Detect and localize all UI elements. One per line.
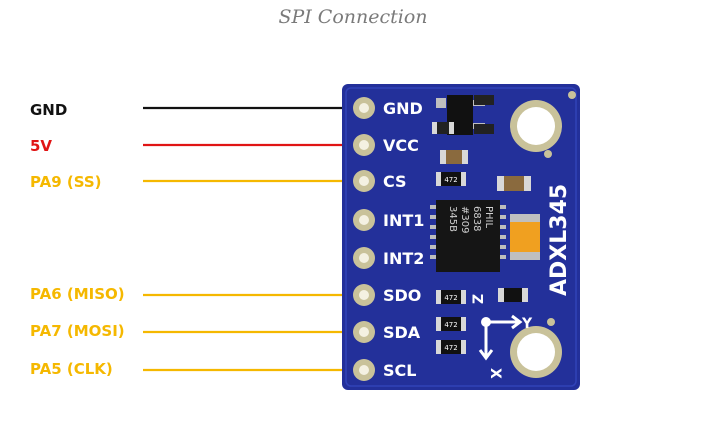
- wire-label-gnd: GND: [30, 101, 68, 119]
- svg-text:#309: #309: [459, 206, 470, 233]
- pin-label-cs: CS: [383, 172, 407, 191]
- wire-label-clk: PA5 (CLK): [30, 360, 113, 378]
- wire-label-ss: PA9 (SS): [30, 173, 102, 191]
- svg-text:472: 472: [444, 294, 457, 302]
- adxl345-chip: PHIL 6838 #309 345B: [430, 200, 506, 272]
- resistor-group: 472 472 472 472: [436, 172, 466, 354]
- svg-text:472: 472: [444, 176, 457, 184]
- pin-label-sda: SDA: [383, 323, 421, 342]
- diagram-title: SPI Connection: [278, 6, 428, 28]
- svg-text:6838: 6838: [471, 206, 482, 231]
- axis-marks: [478, 314, 523, 361]
- pin-label-gnd: GND: [383, 99, 423, 118]
- wire-label-miso: PA6 (MISO): [30, 285, 125, 303]
- svg-text:PHIL: PHIL: [483, 206, 494, 228]
- axis-z: Z: [471, 294, 487, 304]
- pin-label-scl: SCL: [383, 361, 416, 380]
- pin-label-int1: INT1: [383, 211, 424, 230]
- adxl345-board: GND VCC CS INT1 INT2 SDO SDA SCL 472: [342, 84, 580, 390]
- pin-label-sdo: SDO: [383, 286, 421, 305]
- pin-label-vcc: VCC: [383, 136, 419, 155]
- pin-label-int2: INT2: [383, 249, 424, 268]
- wire-label-mosi: PA7 (MOSI): [30, 322, 125, 340]
- wire-label-5v: 5V: [30, 137, 53, 155]
- pin-pads: [353, 97, 375, 381]
- axis-y: Y: [521, 316, 533, 332]
- svg-text:345B: 345B: [447, 206, 458, 232]
- board-name: ADXL345: [547, 184, 572, 296]
- svg-text:472: 472: [444, 321, 457, 329]
- svg-text:472: 472: [444, 344, 457, 352]
- axis-x: X: [487, 368, 503, 379]
